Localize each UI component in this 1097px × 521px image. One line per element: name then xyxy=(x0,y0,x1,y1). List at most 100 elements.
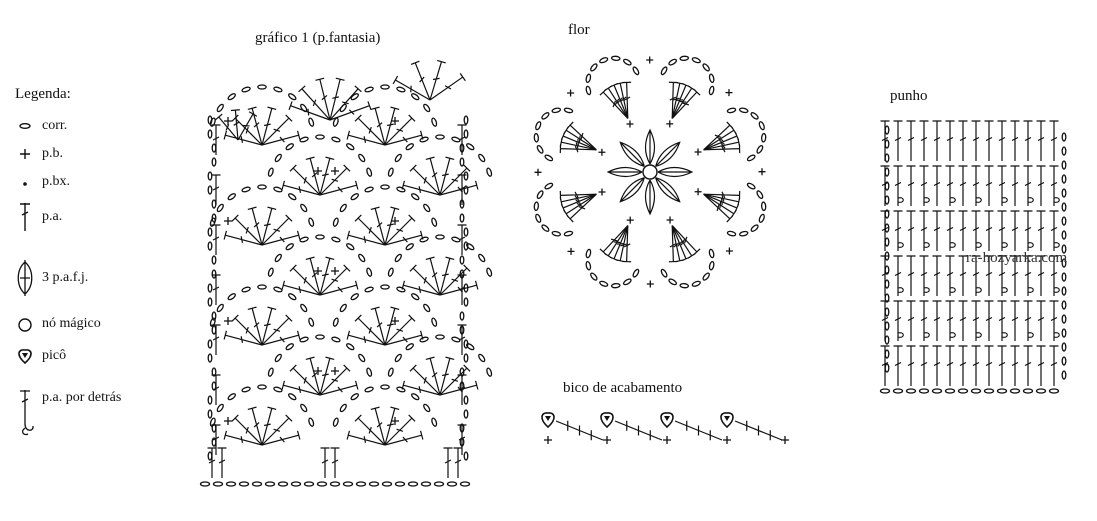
single-crochet xyxy=(646,280,654,288)
chain-stitch xyxy=(465,143,475,151)
chain-stitch xyxy=(486,167,493,177)
double-crochet xyxy=(703,121,734,151)
picot xyxy=(720,412,734,429)
chain-stitch xyxy=(410,193,420,201)
double-crochet xyxy=(457,274,467,305)
post-hook xyxy=(949,242,956,248)
chain-stitch xyxy=(285,143,295,151)
single-crochet xyxy=(666,216,674,224)
double-crochet xyxy=(439,180,479,196)
double-crochet xyxy=(425,256,441,296)
double-crochet xyxy=(1036,300,1046,341)
chain-stitch xyxy=(761,201,767,212)
chain-stitch xyxy=(726,230,737,237)
double-crochet xyxy=(281,380,321,396)
chain-stitch xyxy=(267,367,274,377)
double-crochet xyxy=(971,120,981,161)
chain-stitch xyxy=(879,388,891,394)
chain-icon xyxy=(19,122,31,129)
chain-stitch xyxy=(287,393,297,401)
chain-stitch xyxy=(463,227,469,237)
double-crochet xyxy=(958,210,968,251)
chain-stitch xyxy=(459,311,465,321)
double-crochet xyxy=(319,264,351,296)
single-crochet xyxy=(331,167,339,175)
single-crochet xyxy=(567,89,575,97)
single-crochet xyxy=(331,267,339,275)
chain-stitch xyxy=(563,107,574,114)
chain-stitch xyxy=(267,267,274,277)
legend-label: p.b. xyxy=(42,146,63,161)
chain-stitch xyxy=(758,121,765,131)
double-crochet xyxy=(346,430,386,446)
double-crochet xyxy=(384,106,400,146)
chain-stitch xyxy=(407,481,419,487)
single-crochet xyxy=(781,436,789,444)
double-crochet xyxy=(354,414,386,446)
chain-stitch xyxy=(463,185,469,195)
chain-stitch xyxy=(423,203,431,213)
chain-stitch xyxy=(339,303,347,313)
magic-ring-icon xyxy=(18,318,32,332)
chain-stitch xyxy=(241,86,251,93)
double-crochet xyxy=(958,300,968,341)
chain-stitch xyxy=(345,343,355,351)
chain-stitch xyxy=(750,224,759,232)
chain-stitch xyxy=(702,272,710,281)
chain-stitch xyxy=(944,388,956,394)
double-crochet xyxy=(932,120,942,161)
chain-stitch xyxy=(1061,286,1067,296)
chain-stitch xyxy=(478,153,486,163)
double-crochet xyxy=(330,447,340,478)
chain-stitch xyxy=(536,190,544,200)
double-crochet xyxy=(384,114,416,146)
chain-stitch xyxy=(308,117,315,127)
chain-stitch xyxy=(1061,342,1067,352)
chain-stitch xyxy=(405,243,415,251)
post-hook xyxy=(1001,287,1008,293)
chain-stitch xyxy=(585,73,592,84)
chain-stitch xyxy=(544,182,554,190)
single-crochet xyxy=(666,120,674,128)
chain-stitch xyxy=(380,184,390,190)
double-crochet xyxy=(919,255,929,296)
double-crochet xyxy=(211,324,221,355)
single-crochet xyxy=(314,367,322,375)
double-crochet xyxy=(384,406,400,446)
post-hook xyxy=(897,242,904,248)
chain-stitch xyxy=(544,154,554,162)
chain-stitch xyxy=(983,388,995,394)
double-crochet xyxy=(457,374,467,405)
chain-stitch xyxy=(364,286,374,293)
post-hook xyxy=(1001,242,1008,248)
chain-stitch xyxy=(746,182,756,190)
chain-stitch xyxy=(1035,388,1047,394)
double-crochet xyxy=(261,230,301,246)
chain-stitch xyxy=(761,132,767,143)
double-crochet xyxy=(230,109,240,141)
chain-stitch xyxy=(207,353,213,363)
chain-stitch xyxy=(216,203,224,213)
chain-stitch xyxy=(227,293,237,301)
double-crochet xyxy=(945,210,955,251)
single-crochet xyxy=(544,436,552,444)
chain-stitch xyxy=(211,199,217,209)
double-crochet xyxy=(439,256,455,296)
single-crochet xyxy=(663,436,671,444)
single-crochet xyxy=(314,267,322,275)
chain-stitch xyxy=(315,234,325,240)
double-crochet xyxy=(231,314,263,346)
cluster-petal xyxy=(619,177,645,203)
chain-stitch xyxy=(257,384,267,390)
chain-stitch xyxy=(423,103,431,113)
single-crochet xyxy=(567,247,575,255)
double-crochet xyxy=(281,280,321,296)
double-crochet xyxy=(880,255,890,296)
double-crochet xyxy=(1023,210,1033,251)
picot xyxy=(600,412,614,429)
chart1-title: gráfico 1 (p.fantasia) xyxy=(255,30,381,46)
chain-stitch xyxy=(207,227,213,237)
chain-stitch xyxy=(465,243,475,251)
double-crochet xyxy=(439,280,479,296)
double-crochet xyxy=(401,280,441,296)
